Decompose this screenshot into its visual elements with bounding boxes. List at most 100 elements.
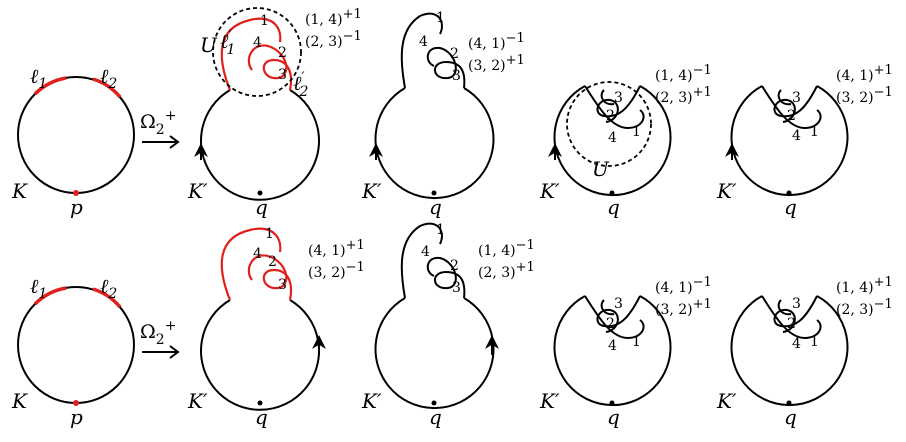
bigon-left-strand — [220, 227, 282, 301]
label-q: q — [784, 405, 797, 429]
knot-arc — [374, 297, 495, 410]
basepoint-q — [431, 400, 437, 406]
label-l1: ℓ — [30, 64, 39, 88]
crossing-3: 3 — [792, 90, 801, 106]
label-p: p — [70, 405, 83, 429]
basepoint-q — [257, 190, 263, 196]
word-top: (1, 4) — [305, 12, 343, 28]
svg-text:ℓ′1: ℓ′1 — [220, 28, 235, 58]
bigon-left-strand — [220, 17, 282, 91]
label-l2-sub: 2 — [107, 76, 117, 92]
svg-text:(4, 1)−1: (4, 1)−1 — [655, 275, 712, 296]
svg-text:(2, 3)−1: (2, 3)−1 — [836, 297, 893, 318]
crossing-2: 2 — [450, 46, 459, 62]
word-bot: (3, 2) — [308, 265, 346, 281]
move-sup: + — [165, 108, 177, 124]
row-2: ℓ1 ℓ2 K p Ω2+ 1 4 2 3 K′ q (4, 1)+1 (3, … — [11, 222, 893, 429]
crossing-3: 3 — [614, 90, 623, 106]
word-top-exp: −1 — [506, 31, 525, 46]
svg-text:(1, 4)−1: (1, 4)−1 — [655, 63, 712, 84]
panel-knot-Kp-r2b: 1 4 2 3 K′ q (1, 4)−1 (2, 3)+1 — [361, 222, 535, 429]
crossing-1: 1 — [810, 124, 819, 140]
crossing-1: 1 — [436, 222, 445, 238]
knot-arc — [374, 87, 495, 200]
move-sub: 2 — [156, 332, 165, 348]
move-arrow-row1: Ω2+ — [140, 108, 180, 149]
inner-fold — [761, 85, 822, 130]
word-bot: (3, 2) — [655, 302, 693, 318]
word-bot-exp: −1 — [346, 260, 365, 275]
label-U: U — [592, 157, 610, 181]
move-sub: 2 — [156, 122, 165, 138]
label-U: U — [200, 33, 218, 57]
word-top: (4, 1) — [468, 36, 506, 52]
basepoint-q — [786, 190, 792, 196]
svg-text:(4, 1)+1: (4, 1)+1 — [308, 238, 365, 259]
svg-text:(4, 1)−1: (4, 1)−1 — [468, 31, 525, 52]
panel-knot-K-row2: ℓ1 ℓ2 K p — [11, 274, 135, 429]
word-top-exp: +1 — [874, 63, 893, 78]
svg-text:ℓ1: ℓ1 — [30, 64, 47, 92]
svg-text:Ω2+: Ω2+ — [140, 108, 176, 138]
crossing-1: 1 — [632, 334, 641, 350]
label-K: K — [11, 179, 28, 203]
label-q: q — [255, 195, 268, 219]
svg-text:(3, 2)+1: (3, 2)+1 — [655, 297, 712, 318]
crossing-1: 1 — [265, 226, 274, 242]
label-Kp: K′ — [716, 179, 737, 203]
word-top: (1, 4) — [478, 243, 516, 259]
move-omega: Ω — [140, 321, 156, 343]
label-Kp: K′ — [187, 179, 208, 203]
row-1: ℓ1 ℓ2 K p Ω2+ U ℓ′1 ℓ′2 1 4 2 3 K′ — [11, 7, 893, 219]
crossing-4: 4 — [419, 34, 428, 50]
word-bot: (3, 2) — [468, 58, 506, 74]
crossing-2: 2 — [278, 45, 287, 61]
arc-l1 — [33, 76, 67, 96]
panel-knot-Kp-r2d: 3 2 4 1 K′ q (1, 4)+1 (2, 3)−1 — [716, 275, 893, 429]
word-bot-exp: +1 — [693, 85, 712, 100]
label-q: q — [255, 405, 268, 429]
bigon-right-strand — [247, 44, 293, 91]
crossing-3: 3 — [452, 280, 461, 296]
svg-text:ℓ′2: ℓ′2 — [293, 70, 309, 100]
crossing-1: 1 — [436, 10, 445, 26]
panel-knot-Kp-r1c: 3 2 4 1 U K′ q (1, 4)−1 (2, 3)+1 — [539, 63, 712, 219]
label-Kp: K′ — [187, 389, 208, 413]
arc-l2 — [92, 77, 122, 99]
panel-knot-Kp-r1b: 1 4 2 3 K′ q (4, 1)−1 (3, 2)+1 — [361, 10, 525, 219]
word-top: (1, 4) — [836, 280, 874, 296]
crossing-4: 4 — [792, 336, 801, 352]
word-bot: (2, 3) — [836, 302, 874, 318]
word-top: (1, 4) — [655, 68, 693, 84]
crossing-2: 2 — [268, 254, 277, 270]
bigon-right-strand — [426, 256, 466, 299]
word-bot: (2, 3) — [305, 34, 343, 50]
label-l1p: ℓ — [220, 29, 229, 53]
svg-text:ℓ1: ℓ1 — [30, 274, 47, 302]
crossing-3: 3 — [614, 296, 623, 312]
label-q: q — [429, 195, 442, 219]
bigon-left-strand — [400, 12, 443, 89]
svg-text:ℓ2: ℓ2 — [100, 274, 117, 302]
word-bot-exp: −1 — [874, 297, 893, 312]
crossing-2: 2 — [606, 108, 615, 124]
inner-fold — [584, 85, 645, 130]
inner-fold — [761, 295, 822, 340]
bigon-right-strand — [247, 254, 293, 301]
label-Kp: K′ — [361, 389, 382, 413]
label-l1p-sub: 1 — [227, 42, 236, 58]
panel-knot-Kp-r2a: 1 4 2 3 K′ q (4, 1)+1 (3, 2)−1 — [187, 226, 365, 429]
panel-knot-Kp-r2c: 3 2 4 1 K′ q (4, 1)−1 (3, 2)+1 — [539, 275, 712, 429]
crossing-3: 3 — [792, 296, 801, 312]
svg-text:(2, 3)−1: (2, 3)−1 — [305, 29, 362, 50]
crossing-2: 2 — [450, 258, 459, 274]
word-bot-exp: +1 — [516, 260, 535, 275]
crossing-4: 4 — [792, 128, 801, 144]
svg-text:(2, 3)+1: (2, 3)+1 — [655, 85, 712, 106]
label-q: q — [607, 195, 620, 219]
crossing-4: 4 — [608, 130, 617, 146]
crossing-2: 2 — [606, 316, 615, 332]
word-top-exp: −1 — [693, 63, 712, 78]
crossing-4: 4 — [421, 244, 430, 260]
